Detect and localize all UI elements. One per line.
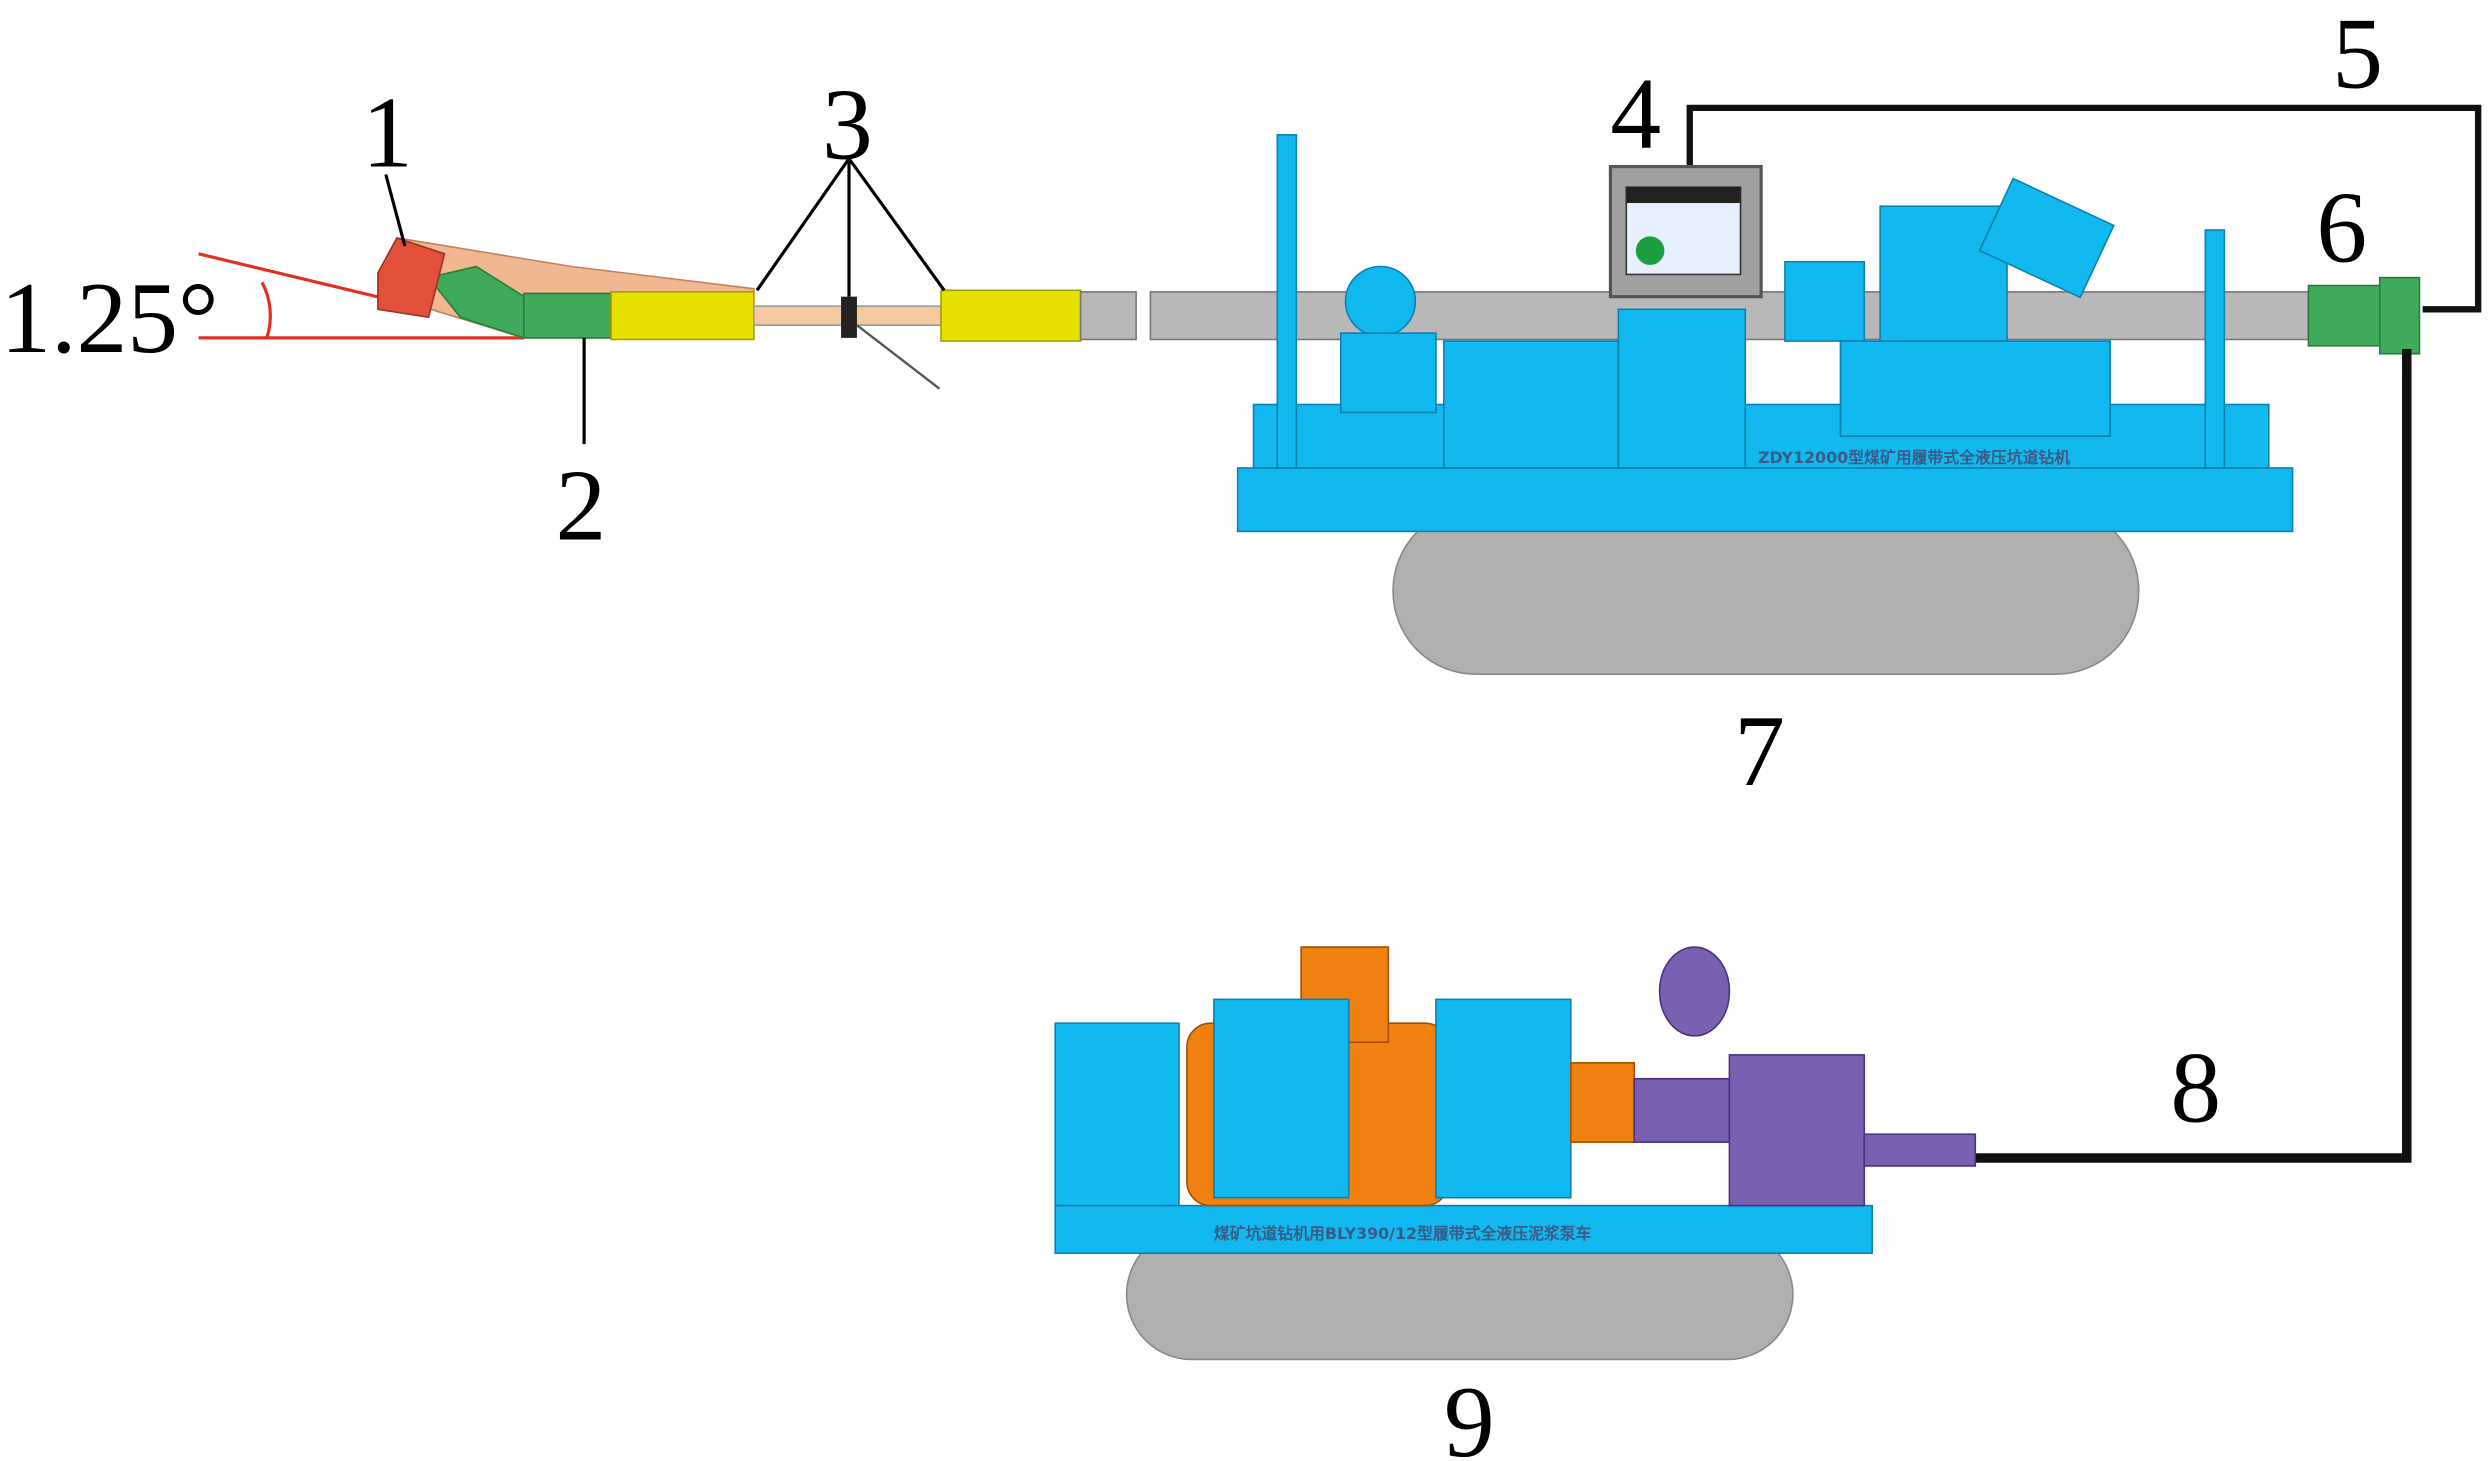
screw-motor (523, 292, 612, 339)
leader-lines (384, 157, 946, 445)
high-pressure-hose (1975, 348, 2412, 1163)
label-2-screw-motor: 2 (556, 449, 607, 561)
measurement-sub-2 (940, 289, 1082, 342)
drill-bit (377, 236, 446, 319)
label-4-monitor: 4 (1610, 58, 1661, 170)
display-monitor (1608, 164, 1763, 299)
signal-cable (1686, 104, 2482, 313)
pump-truck-nameplate: 煤矿坑道钻机用BLY390/12型履带式全液压泥浆泵车 (1214, 1224, 1592, 1243)
label-3-measurement-subs: 3 (822, 69, 873, 181)
label-6-swivel: 6 (2316, 172, 2367, 284)
angle-indicator (198, 252, 524, 340)
measurement-sub-1 (610, 291, 755, 341)
drill-rig: ZDY12000型煤矿用履带式全液压坑道钻机 (1236, 134, 2294, 675)
drill-rig-nameplate: ZDY12000型煤矿用履带式全液压坑道钻机 (1758, 448, 2070, 467)
bent-housing-assembly (377, 236, 1082, 390)
label-7-drill-rig: 7 (1734, 695, 1785, 807)
sensor-sub (841, 296, 857, 338)
label-1-drill-bit: 1 (362, 77, 413, 189)
label-8-hose: 8 (2170, 1032, 2221, 1144)
label-9-pump-truck: 9 (1444, 1366, 1495, 1461)
rig-crawler-track (1392, 506, 2140, 675)
angle-label: 1.25° (0, 262, 218, 374)
mud-pump-truck: 煤矿坑道钻机用BLY390/12型履带式全液压泥浆泵车 (1054, 946, 1977, 1361)
label-5-cable: 5 (2332, 0, 2383, 109)
